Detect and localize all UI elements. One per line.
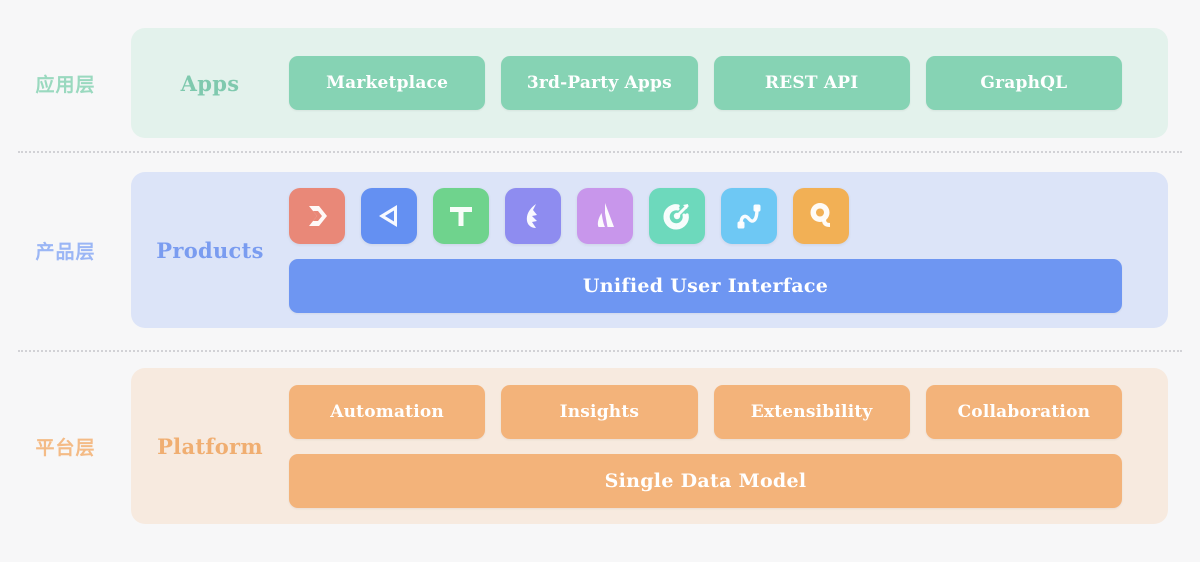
layer-row-products: 产品层 Products [0,172,1200,328]
layer-divider-top [18,151,1182,153]
apps-item-graphql[interactable]: GraphQL [925,56,1122,110]
layer-tag-products: 产品层 [35,240,96,263]
apps-item-rest-api[interactable]: REST API [713,56,910,110]
single-data-model-bar[interactable]: Single Data Model [289,453,1122,508]
layer-row-platform: 平台层 Platform Automation Insights Extensi… [0,368,1200,524]
letter-a-icon[interactable] [577,187,633,244]
platform-item-insights[interactable]: Insights [501,384,698,439]
chevron-arrow-icon[interactable] [289,187,345,244]
apps-item-marketplace[interactable]: Marketplace [289,56,486,110]
unified-user-interface-bar[interactable]: Unified User Interface [289,258,1122,313]
apps-pill-row: Marketplace 3rd-Party Apps REST API Grap… [289,56,1122,110]
platform-item-collaboration[interactable]: Collaboration [925,384,1122,439]
panel-title-products: Products [156,237,264,263]
layer-divider-bottom [18,350,1182,352]
letter-t-icon[interactable] [433,187,489,244]
panel-title-platform: Platform [157,433,263,459]
panel-body-platform: Automation Insights Extensibility Collab… [289,384,1168,508]
ribbon-flame-icon[interactable] [505,187,561,244]
panel-body-apps: Marketplace 3rd-Party Apps REST API Grap… [289,56,1168,110]
layer-panel-products: Products [131,172,1168,328]
apps-item-3rd-party-apps[interactable]: 3rd-Party Apps [501,56,698,110]
platform-pill-row: Automation Insights Extensibility Collab… [289,384,1122,439]
layer-row-apps: 应用层 Apps Marketplace 3rd-Party Apps REST… [0,28,1200,138]
layer-panel-platform: Platform Automation Insights Extensibili… [131,368,1168,524]
search-bubble-icon[interactable] [793,187,849,244]
panel-body-products: Unified User Interface [289,187,1168,313]
layer-panel-apps: Apps Marketplace 3rd-Party Apps REST API… [131,28,1168,138]
target-dart-icon[interactable] [649,187,705,244]
panel-title-apps: Apps [180,70,240,96]
platform-item-automation[interactable]: Automation [289,384,486,439]
layer-tag-apps: 应用层 [35,73,96,96]
layer-tag-platform: 平台层 [35,436,96,459]
platform-item-extensibility[interactable]: Extensibility [713,384,910,439]
flow-curve-icon[interactable] [721,187,777,244]
triangle-arrow-icon[interactable] [361,187,417,244]
product-icon-row [289,187,1122,244]
